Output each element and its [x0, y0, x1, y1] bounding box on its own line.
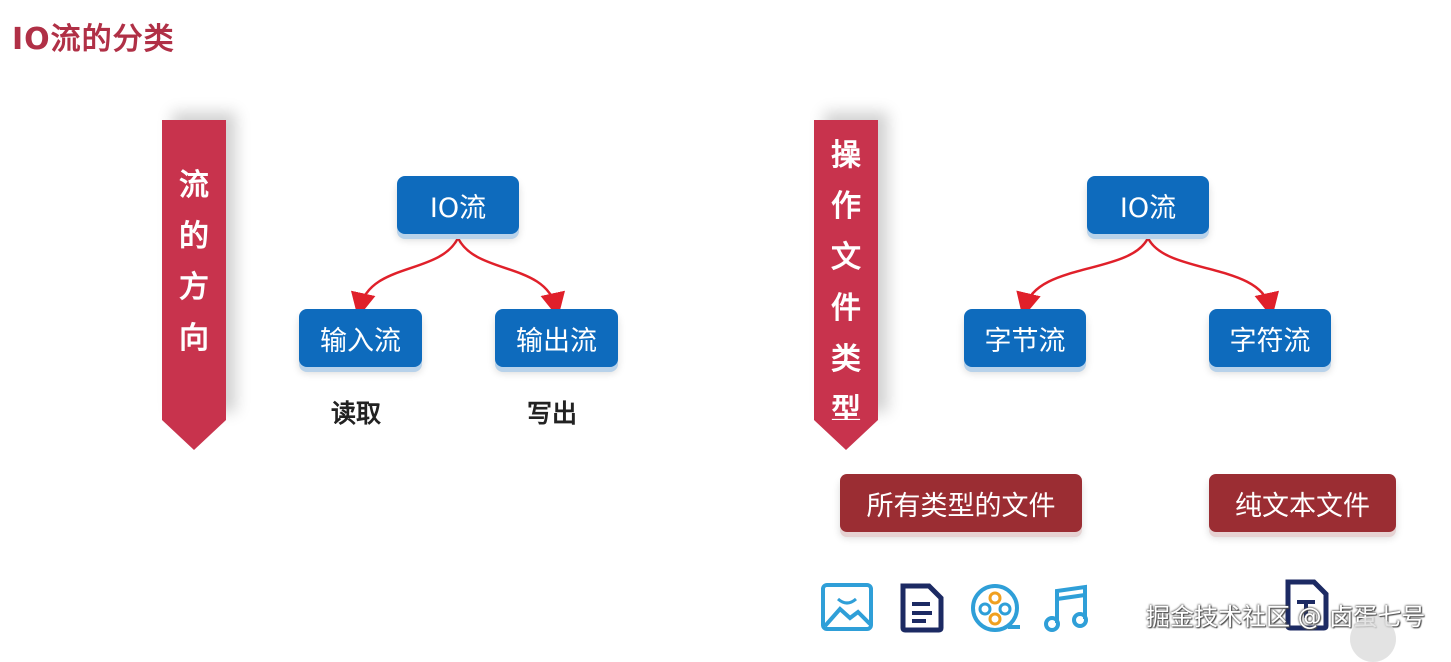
document-file-icon	[900, 583, 944, 633]
ribbon-char: 操	[831, 138, 861, 173]
ribbon-char: 方	[179, 270, 209, 305]
ribbon-file-type: 操 作 文 件 类 型	[814, 120, 878, 450]
page-title: IO流的分类	[12, 22, 175, 57]
ribbon-char: 向	[179, 321, 209, 356]
play-button[interactable]	[1350, 616, 1396, 662]
image-file-icon	[821, 583, 873, 631]
arrow-to-byte	[1016, 237, 1150, 318]
music-note-icon	[1044, 584, 1088, 632]
node-io-left: IO流	[397, 176, 519, 234]
ribbon-char: 件	[831, 291, 861, 326]
text-file-icon	[1285, 579, 1329, 631]
box-plain-text-files: 纯文本文件	[1209, 474, 1396, 532]
video-reel-icon	[971, 584, 1020, 632]
ribbon-char: 作	[831, 189, 861, 224]
node-byte-stream: 字节流	[964, 309, 1086, 367]
arrow-to-output	[456, 237, 566, 318]
ribbon-char: 文	[831, 240, 861, 275]
arrow-to-input	[350, 237, 460, 318]
label-write: 写出	[527, 399, 578, 428]
node-char-stream: 字符流	[1209, 309, 1331, 367]
node-input-stream: 输入流	[299, 309, 422, 367]
ribbon-char: 的	[179, 219, 209, 254]
label-read: 读取	[331, 399, 382, 428]
ribbon-direction: 流 的 方 向	[162, 120, 226, 450]
arrow-to-char	[1146, 237, 1279, 318]
node-output-stream: 输出流	[495, 309, 618, 367]
ribbon-char: 类	[831, 342, 861, 377]
ribbon-char: 流	[179, 168, 209, 203]
node-io-right: IO流	[1087, 176, 1209, 234]
tree-arrows	[350, 237, 1279, 318]
box-all-file-types: 所有类型的文件	[840, 474, 1082, 532]
